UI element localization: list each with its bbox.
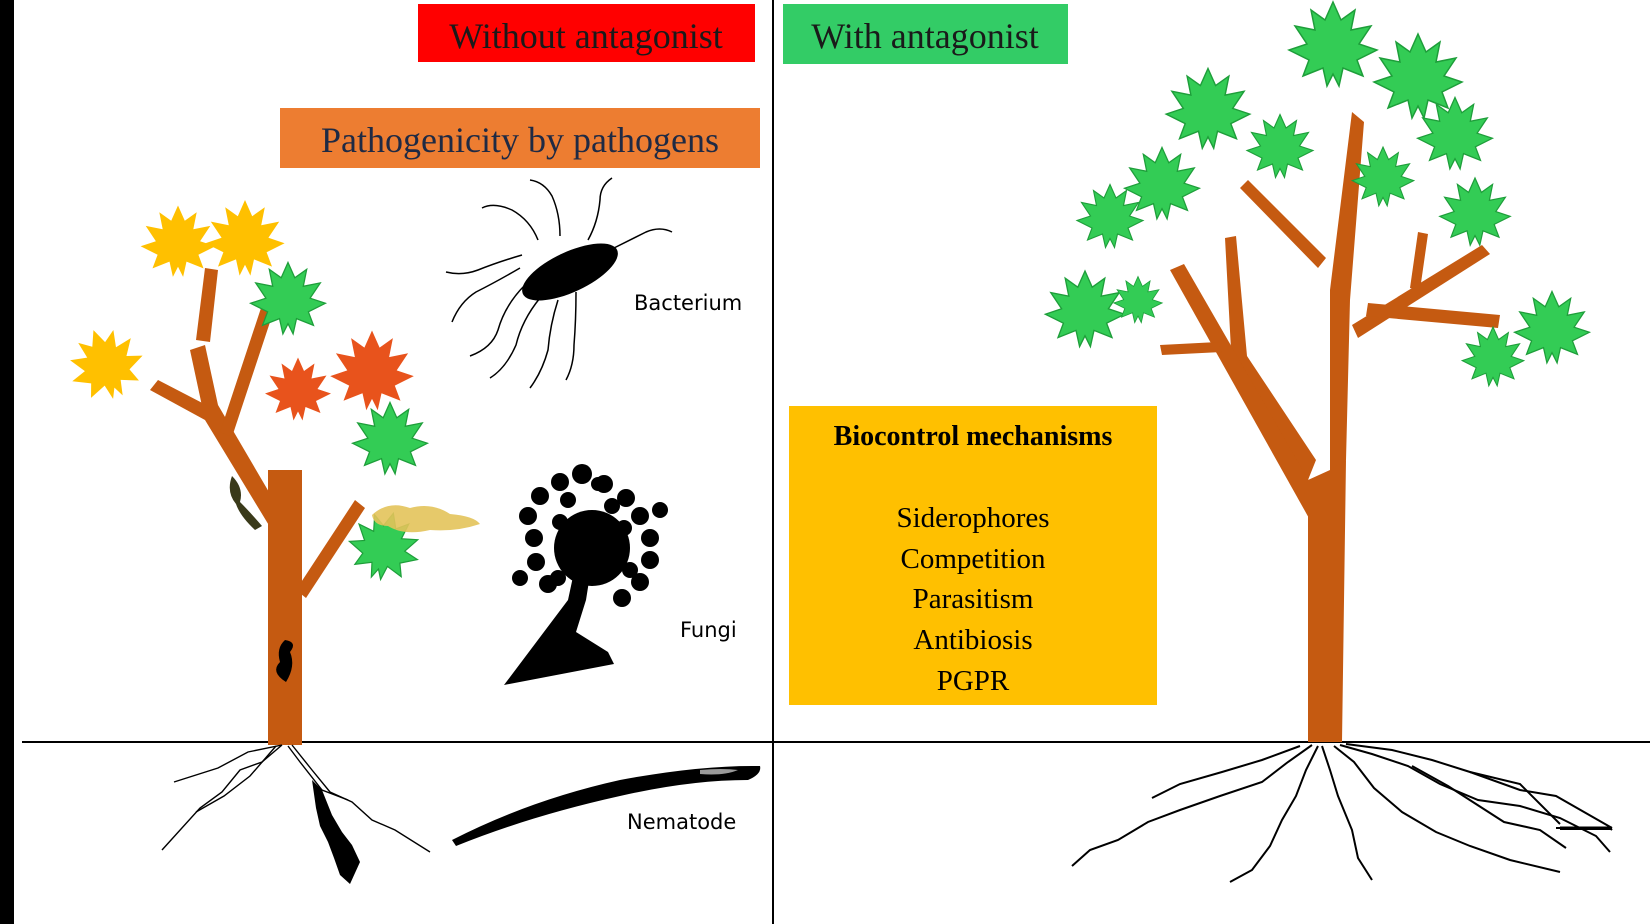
diseased-tree-roots [161,744,431,853]
fungi-label: Fungi [680,618,737,642]
red-leaf [265,357,331,421]
green-leaf [351,401,429,475]
infected-root [312,780,360,884]
header-without-antagonist: Without antagonist [418,4,755,62]
trunk-lesion [276,640,294,682]
green-leaf [1416,96,1494,170]
nematode-label: Nematode [627,810,736,834]
fungi-icon [504,464,668,685]
green-leaf [1123,146,1201,220]
left-border-bar [0,0,14,924]
green-leaf [1165,67,1251,150]
diseased-tree-branches [150,268,365,598]
branch-lesion [229,476,262,530]
wilted-leaf [372,505,480,533]
green-leaf [1461,326,1525,387]
biocontrol-box-bg [789,406,1157,705]
yellow-leaf [58,317,154,410]
mechanism-item: Parasitism [913,583,1034,615]
mechanism-item: Siderophores [896,502,1049,534]
mechanism-item: PGPR [937,665,1010,697]
header-without-antagonist-label: Without antagonist [449,16,723,56]
header-with-antagonist: With antagonist [783,4,1068,64]
healthy-tree-trunk [1308,460,1346,742]
green-leaf [1076,183,1144,249]
header-with-antagonist-label: With antagonist [811,16,1039,56]
mechanism-item: Competition [901,543,1047,575]
yellow-leaf [140,205,216,277]
yellow-leaf [205,200,285,276]
healthy-tree-branches [1160,112,1500,520]
green-leaf [1513,290,1591,364]
green-leaf [1351,146,1415,207]
green-leaf [1439,177,1511,246]
bacterium-label: Bacterium [634,291,742,315]
green-leaf [1246,113,1314,179]
mechanism-item: Antibiosis [913,624,1032,656]
header-without-antagonist-bg [418,4,755,62]
healthy-tree-roots [1071,743,1613,883]
pathogenicity-box-label: Pathogenicity by pathogens [321,120,719,160]
diseased-tree-trunk [268,470,302,745]
biocontrol-box-title: Biocontrol mechanisms [834,421,1113,452]
pathogenicity-box-bg [280,108,760,168]
pathogenicity-box: Pathogenicity by pathogens [280,108,760,168]
green-leaf [1044,270,1126,348]
biocontrol-mechanisms-box: Biocontrol mechanisms Siderophores Compe… [789,406,1157,705]
healthy-tree [1044,1,1613,883]
diseased-tree [58,200,480,884]
nematode-icon [452,765,761,846]
bacterium-icon [445,177,673,389]
red-leaf [330,330,414,411]
header-with-antagonist-bg [783,4,1068,64]
green-leaf [1288,1,1378,87]
green-leaf [1373,33,1463,119]
